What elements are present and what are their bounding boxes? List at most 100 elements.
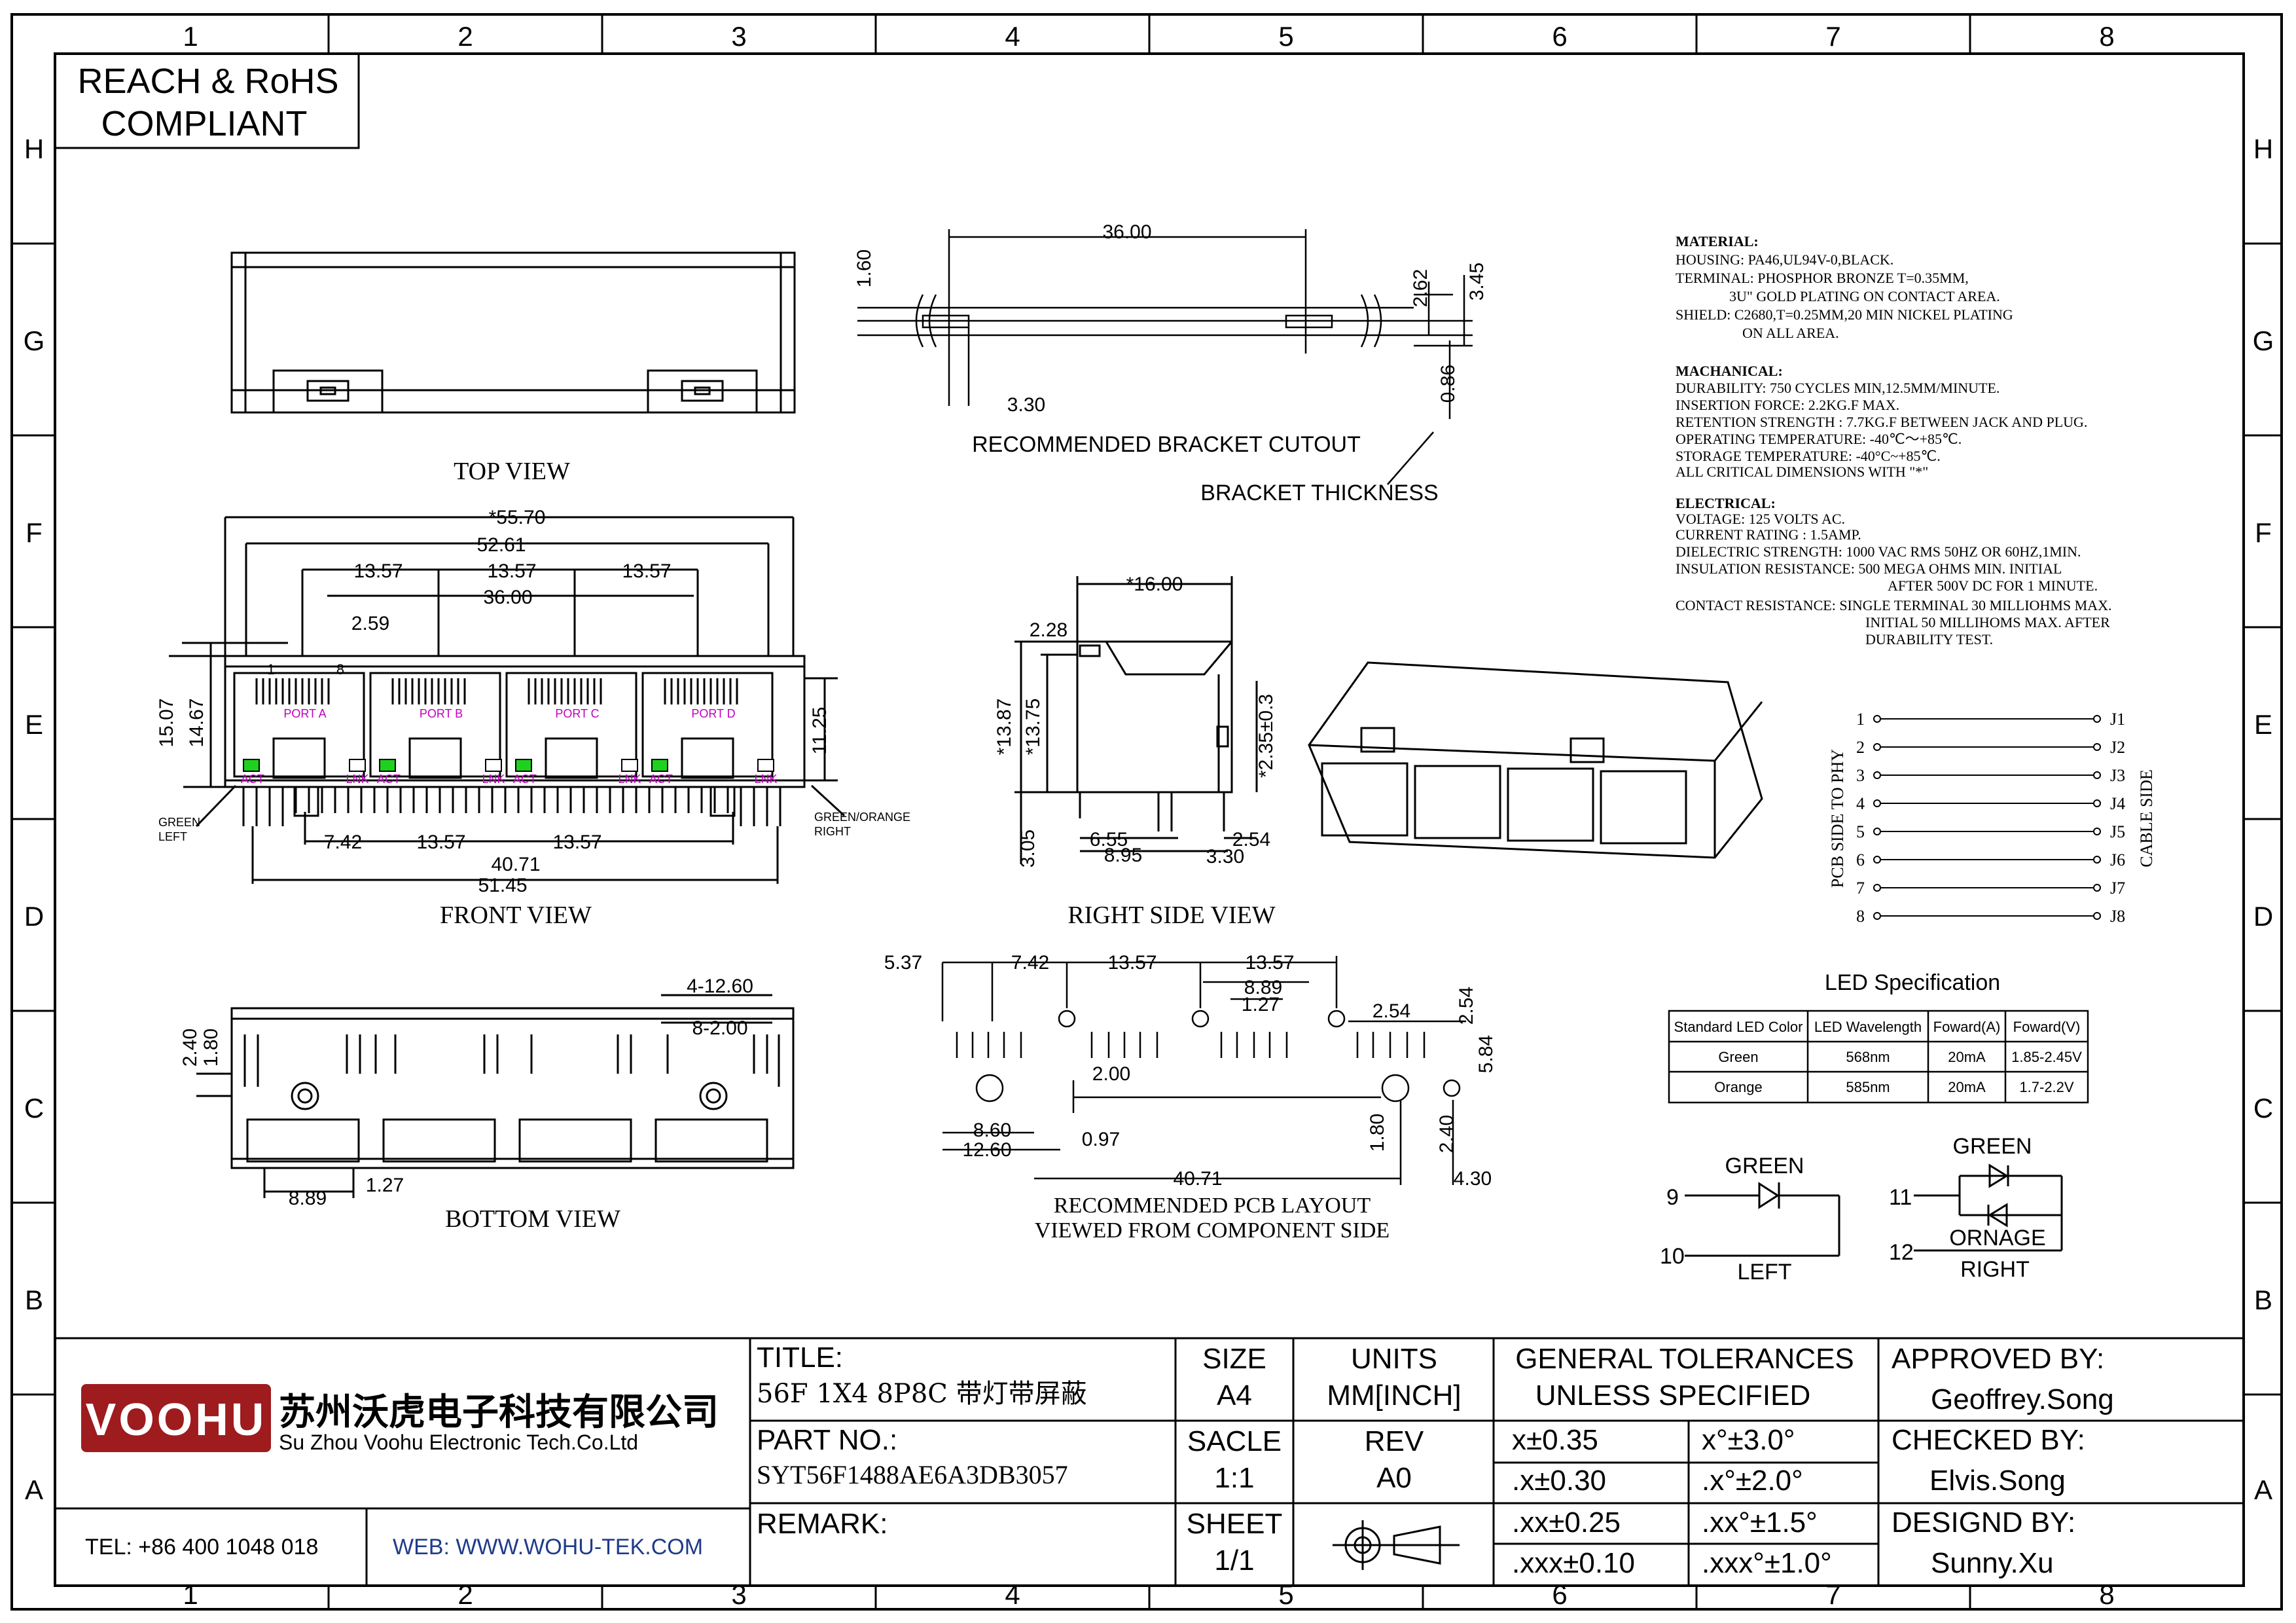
checked-label: CHECKED BY: (1892, 1424, 2085, 1456)
grid-row-h-right: H (2253, 134, 2273, 164)
grid-row-g-right: G (2253, 325, 2274, 356)
wiring-pin-2: 2 (1856, 738, 1865, 757)
pcb-dim-2-54-a: 2.54 (1372, 1000, 1410, 1022)
grid-row-h: H (24, 134, 44, 164)
tolerance-3-linear: .xxx±0.10 (1512, 1547, 1635, 1579)
right-side-view-label: RIGHT SIDE VIEW (1067, 902, 1275, 929)
front-left-label: LEFT (158, 830, 187, 843)
logo-box (81, 1384, 271, 1452)
bracket-dim-width: 36.00 (1102, 221, 1151, 243)
led-spec-cell-0-1: 568nm (1846, 1049, 1890, 1065)
pcb-dim-13-57-b: 13.57 (1245, 952, 1294, 974)
electrical-title: ELECTRICAL: (1676, 495, 1776, 511)
units-label: UNITS (1351, 1343, 1437, 1375)
port-d-label: PORT D (691, 707, 735, 720)
front-dim-51-45: 51.45 (478, 875, 527, 896)
mechanical-line-6: ALL CRITICAL DIMENSIONS WITH "*" (1676, 464, 1928, 480)
led-right-color-green: GREEN (1953, 1134, 2032, 1159)
tolerance-2-linear: .xx±0.25 (1512, 1506, 1621, 1539)
units-value: MM[INCH] (1327, 1379, 1461, 1412)
top-view (230, 251, 796, 414)
company-logo: VOOHU (86, 1394, 267, 1445)
grid-row-a: A (25, 1474, 43, 1505)
grid-col-4: 4 (1005, 21, 1020, 52)
bracket-cutout (857, 229, 1473, 485)
electrical-line-5: AFTER 500V DC FOR 1 MINUTE. (1888, 577, 2098, 594)
size-value: A4 (1217, 1379, 1252, 1412)
grid-row-f: F (26, 517, 43, 548)
bracket-label: RECOMMENDED BRACKET CUTOUT (972, 432, 1361, 457)
wiring-pin-1: 1 (1856, 710, 1865, 729)
grid-col-7-bottom: 7 (1825, 1579, 1840, 1610)
wiring-pin-6: 6 (1856, 850, 1865, 869)
wiring-cable-side-label: CABLE SIDE (2137, 769, 2156, 867)
port-b-label: PORT B (420, 707, 463, 720)
mechanical-line-2: INSERTION FORCE: 2.2KG.F MAX. (1676, 397, 1899, 413)
wiring-jack-6: J6 (2110, 850, 2125, 869)
front-dim-13-57-d: 13.57 (416, 831, 465, 853)
led-spec-cell-0-3: 1.85-2.45V (2011, 1049, 2082, 1065)
grid-row-b-right: B (2254, 1285, 2272, 1315)
grid-col-5-bottom: 5 (1278, 1579, 1293, 1610)
led-spec-cell-1-2: 20mA (1948, 1079, 1986, 1095)
grid-col-5: 5 (1278, 21, 1293, 52)
led-spec-cell-0-2: 20mA (1948, 1049, 1986, 1065)
wiring-jack-7: J7 (2110, 879, 2125, 898)
port-c-label: PORT C (555, 707, 599, 720)
part-label: PART NO.: (757, 1424, 897, 1456)
grid-row-d-right: D (2253, 901, 2273, 932)
isometric-view (1308, 661, 1763, 859)
material-title: MATERIAL: (1676, 233, 1759, 249)
pcb-label-2: VIEWED FROM COMPONENT SIDE (1035, 1218, 1390, 1243)
pcb-dim-5-84: 5.84 (1475, 1035, 1497, 1073)
company-web[interactable]: WEB: WWW.WOHU-TEK.COM (393, 1535, 703, 1559)
pcb-dim-4-30: 4.30 (1454, 1168, 1492, 1190)
right-dim-3-30: 3.30 (1206, 846, 1244, 867)
scale-label: SACLE (1187, 1425, 1282, 1457)
designed-label: DESIGND BY: (1892, 1506, 2075, 1539)
company-name-en: Su Zhou Voohu Electronic Tech.Co.Ltd (279, 1431, 638, 1454)
grid-row-e-right: E (2254, 709, 2272, 740)
wiring-pin-3: 3 (1856, 766, 1865, 785)
electrical-line-2: CURRENT RATING : 1.5AMP. (1676, 526, 1861, 543)
grid-row-g: G (24, 325, 45, 356)
pcb-dim-40-71: 40.71 (1173, 1168, 1222, 1190)
pcb-dim-12-60: 12.60 (962, 1139, 1011, 1161)
front-dim-52-61: 52.61 (476, 534, 526, 556)
top-view-label: TOP VIEW (454, 458, 570, 485)
led-schematic-right: GREEN ORNAGE 11 12 RIGHT (1889, 1134, 2063, 1282)
wiring-jack-1: J1 (2110, 710, 2125, 729)
front-dim-13-57-a: 13.57 (353, 560, 403, 582)
led-act-d: ACT (649, 773, 673, 786)
electrical-line-3: DIELECTRIC STRENGTH: 1000 VAC RMS 50HZ O… (1676, 543, 2081, 560)
grid-row-a-right: A (2254, 1474, 2272, 1505)
bracket-dim-height: 1.60 (853, 249, 875, 287)
led-lnk-c: LNK (618, 773, 641, 786)
grid-row-b: B (25, 1285, 43, 1315)
led-left-pin-10: 10 (1660, 1244, 1685, 1269)
led-act-c: ACT (513, 773, 537, 786)
grid-col-4-bottom: 4 (1005, 1579, 1020, 1610)
bracket-thickness-label: BRACKET THICKNESS (1200, 481, 1438, 505)
wiring-jack-4: J4 (2110, 794, 2125, 813)
title-label: TITLE: (757, 1341, 843, 1374)
pcb-dim-0-97: 0.97 (1082, 1129, 1120, 1150)
mechanical-line-1: DURABILITY: 750 CYCLES MIN,12.5MM/MINUTE… (1676, 380, 2000, 396)
sheet-label: SHEET (1187, 1508, 1283, 1540)
tolerance-1-angular: .x°±2.0° (1702, 1465, 1803, 1497)
grid-row-e: E (25, 709, 43, 740)
frame: 1 2 3 4 5 6 7 8 1 2 3 4 5 6 7 8 H G F E … (10, 13, 2283, 1611)
wiring-jack-2: J2 (2110, 738, 2125, 757)
wiring-jack-8: J8 (2110, 907, 2125, 926)
pcb-dim-8-60: 8.60 (973, 1120, 1011, 1141)
front-dim-15-07: 15.07 (156, 698, 177, 747)
pcb-dim-2-54-b: 2.54 (1456, 987, 1477, 1025)
front-dim-2-59: 2.59 (351, 613, 389, 634)
pcb-label-1: RECOMMENDED PCB LAYOUT (1054, 1194, 1371, 1218)
wiring-jack-5: J5 (2110, 822, 2125, 841)
grid-col-3-bottom: 3 (731, 1579, 746, 1610)
led-right-side: RIGHT (1960, 1257, 2030, 1282)
grid-col-2: 2 (457, 21, 473, 52)
front-green-label: GREEN (158, 816, 200, 829)
